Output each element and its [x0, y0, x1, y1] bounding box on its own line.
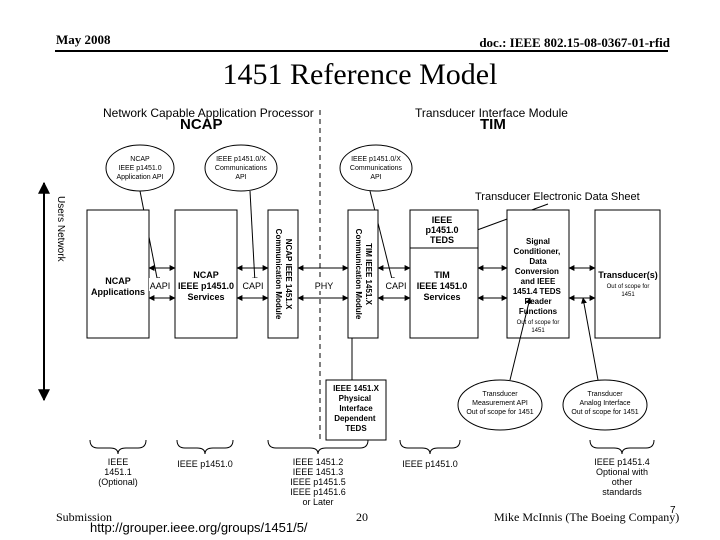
footer-submission: Submission	[56, 510, 113, 524]
header-rule	[55, 50, 668, 52]
page-title: 1451 Reference Model	[222, 58, 498, 91]
svg-text:TIM IEEE 1451.XCommunication M: TIM IEEE 1451.XCommunication Module	[354, 229, 373, 320]
footer-page-number: 20	[356, 510, 368, 524]
svg-text:NCAP IEEE 1451.XCommunication: NCAP IEEE 1451.XCommunication Module	[274, 229, 293, 320]
tim-comm-module-block: TIM IEEE 1451.XCommunication Module	[347, 209, 379, 339]
ncap-comm-module-block: NCAP IEEE 1451.XCommunication Module	[267, 209, 299, 339]
footer-author: Mike McInnis (The Boeing Company)	[494, 510, 680, 524]
ncap-full-label: Network Capable Application Processor	[103, 106, 314, 120]
users-network-label: Users Network	[55, 196, 66, 263]
svg-text:CAPI: CAPI	[242, 281, 263, 291]
svg-text:PHY: PHY	[315, 281, 334, 291]
tim-full-label: Transducer Interface Module	[415, 106, 568, 120]
footer-url[interactable]: http://grouper.ieee.org/groups/1451/5/	[90, 520, 308, 535]
signal-transducer-link	[568, 265, 596, 301]
brace-ncap-1451-0-label: IEEE p1451.0	[177, 459, 233, 469]
capi-right-interface: CAPI	[377, 265, 411, 301]
svg-text:CAPI: CAPI	[385, 281, 406, 291]
header-doc-number: doc.: IEEE 802.15-08-0367-01-rfid	[479, 35, 670, 50]
brace-tim-1451-0-label: IEEE p1451.0	[402, 459, 458, 469]
capi-left-interface: CAPI	[236, 265, 269, 301]
header-date: May 2008	[56, 32, 111, 47]
tim-signal-link	[477, 265, 508, 301]
tim-label: TIM	[480, 116, 506, 133]
phy-interface: PHY	[297, 265, 349, 301]
svg-text:Transducer(s): Transducer(s)	[598, 270, 658, 280]
svg-text:AAPI: AAPI	[150, 281, 171, 291]
teds-label: Transducer Electronic Data Sheet	[475, 191, 640, 203]
aapi-interface: AAPI	[148, 265, 176, 301]
corner-mark: 7	[670, 505, 676, 516]
ncap-label: NCAP	[180, 116, 223, 133]
standards-braces	[89, 439, 655, 455]
